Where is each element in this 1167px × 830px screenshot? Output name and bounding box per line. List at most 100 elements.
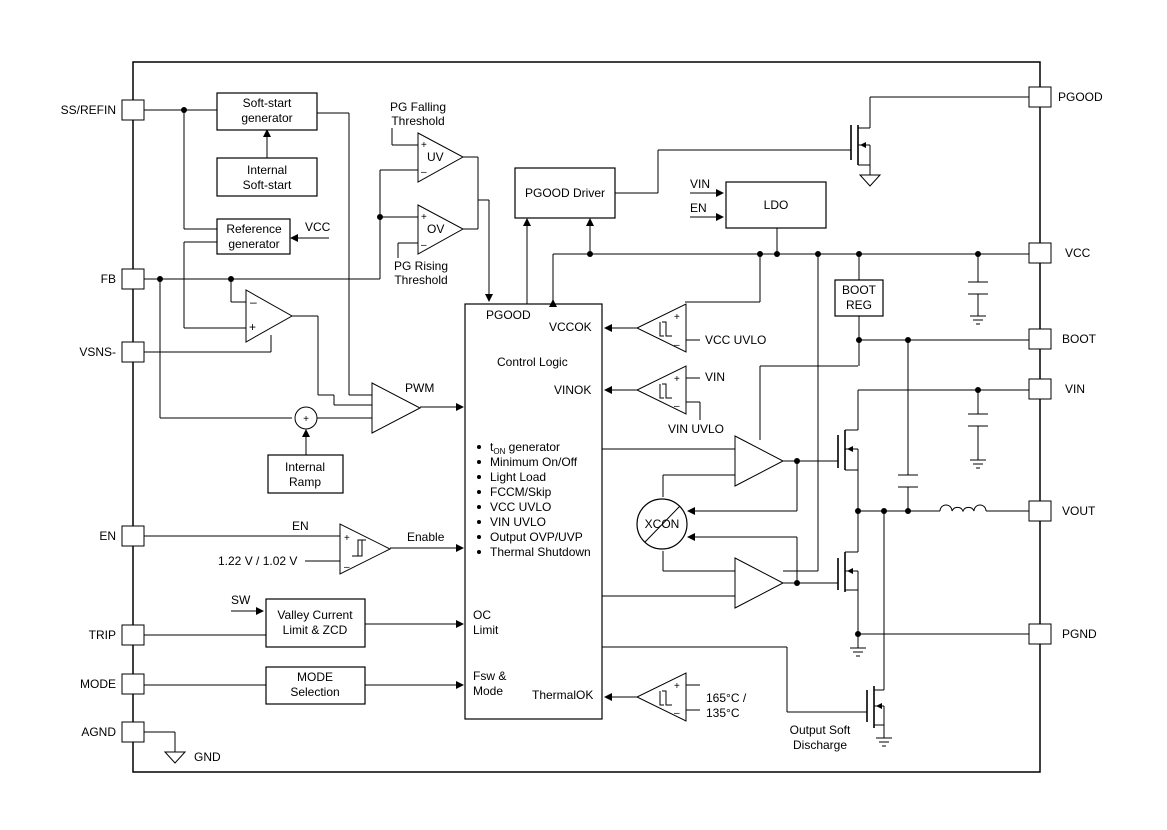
svg-text:–: – [344,562,350,573]
svg-text:Minimum On/Off: Minimum On/Off [490,455,578,469]
control-bullets: tON generator Minimum On/Off Light Load … [477,440,591,559]
svg-text:PG Rising: PG Rising [394,259,448,273]
pin-fb-label: FB [101,272,116,286]
pg-rising-label: PG Rising Threshold [394,259,448,287]
uv-label: UV [427,150,444,164]
pin-boot: BOOT [1028,328,1097,350]
discharge-label-2: Discharge [793,738,847,752]
mode-selection-block: MODE Selection [265,666,366,705]
svg-text:+: + [421,140,427,151]
vin-uvlo-label: VIN UVLO [668,422,724,436]
wires-left [144,109,493,764]
boot-reg-block: BOOT REG [834,279,884,317]
gnd-label: GND [194,750,221,764]
svg-text:+: + [344,533,350,544]
ov-label: OV [427,222,444,236]
uv-comparator: + – UV [417,132,465,183]
pin-vsns: VSNS- [79,341,145,363]
svg-text:–: – [421,167,427,178]
pin-vin-label: VIN [1065,382,1085,396]
svg-text:PGOOD Driver: PGOOD Driver [525,186,605,200]
summing-node: + [294,406,318,430]
pin-en: EN [99,525,145,547]
svg-text:VINOK: VINOK [554,383,591,397]
svg-text:VIN UVLO: VIN UVLO [490,515,546,529]
svg-text:Fsw &: Fsw & [473,669,506,683]
enable-label: Enable [407,530,445,544]
svg-text:Limit: Limit [473,623,499,637]
reference-generator-block: Reference generator [216,218,291,255]
vin-signal-label: VIN [705,370,725,384]
vin-capacitor [968,413,988,469]
svg-text:+: + [674,374,680,385]
svg-text:FCCM/Skip: FCCM/Skip [490,485,552,499]
svg-text:–: – [250,295,257,309]
svg-text:Limit & ZCD: Limit & ZCD [283,623,348,637]
pwm-label: PWM [405,381,434,395]
svg-text:+: + [249,320,256,334]
pin-trip-label: TRIP [89,628,116,642]
pin-vsns-label: VSNS- [79,345,116,359]
en-threshold-label: 1.22 V / 1.02 V [218,554,297,568]
svg-text:Threshold: Threshold [394,273,447,287]
discharge-label-1: Output Soft [790,723,851,737]
high-side-fet [833,429,859,471]
pgood-driver-block: PGOOD Driver [514,167,616,219]
temp-label-1: 165°C / [706,691,747,705]
thermal-comparator: + – [635,672,687,722]
pin-pgnd: PGND [1028,623,1097,645]
svg-text:generator: generator [241,111,292,125]
sw-label: SW [231,593,251,607]
svg-text:XCON: XCON [645,517,680,531]
svg-text:Mode: Mode [473,684,503,698]
svg-text:REG: REG [846,298,872,312]
svg-text:Thermal Shutdown: Thermal Shutdown [490,545,591,559]
ldo-en-label: EN [690,201,707,215]
en-comparator: + – [339,523,392,575]
ref-vcc-label: VCC [305,220,331,234]
discharge-fet [864,686,892,747]
valley-current-block: Valley Current Limit & ZCD [265,598,366,648]
svg-text:–: – [674,708,680,719]
internal-softstart-block: Internal Soft-start [216,157,318,197]
svg-text:Reference: Reference [226,222,282,236]
pin-vin: VIN [1028,378,1085,400]
pin-trip: TRIP [89,624,145,646]
svg-text:Soft-start: Soft-start [243,178,292,192]
pin-boot-label: BOOT [1062,332,1097,346]
svg-text:Internal: Internal [247,163,287,177]
ov-comparator: + – OV [417,204,465,255]
svg-text:VCC UVLO: VCC UVLO [490,500,551,514]
svg-text:LDO: LDO [764,198,789,212]
svg-text:+: + [674,681,680,692]
pin-vout: VOUT [1028,500,1096,522]
junctions-left [157,107,383,282]
svg-text:+: + [421,212,427,223]
svg-text:–: – [421,240,427,251]
svg-text:Internal: Internal [285,460,325,474]
pgood-fet [848,125,882,187]
pin-ss-refin-label: SS/REFIN [61,103,116,117]
boot-capacitor [898,474,918,488]
pin-ss-refin: SS/REFIN [61,99,145,121]
xcon-block: XCON [636,498,688,550]
error-amplifier: – + [245,289,294,343]
pin-mode-label: MODE [80,677,116,691]
svg-text:Output OVP/UVP: Output OVP/UVP [490,530,583,544]
vcc-uvlo-label: VCC UVLO [705,333,766,347]
pin-en-label: EN [99,529,116,543]
svg-text:BOOT: BOOT [842,283,877,297]
softstart-generator-block: Soft-start generator [216,92,318,131]
pg-falling-label: PG Falling Threshold [390,100,446,128]
svg-text:Soft-start: Soft-start [243,96,292,110]
pin-vout-label: VOUT [1062,504,1096,518]
svg-text:VCCOK: VCCOK [549,320,592,334]
svg-text:PG Falling: PG Falling [390,100,446,114]
svg-text:Light Load: Light Load [490,470,546,484]
svg-text:–: – [674,340,680,351]
svg-text:+: + [303,414,309,425]
svg-text:OC: OC [473,608,491,622]
pin-vcc-label: VCC [1065,246,1091,260]
svg-text:generator: generator [228,237,279,251]
